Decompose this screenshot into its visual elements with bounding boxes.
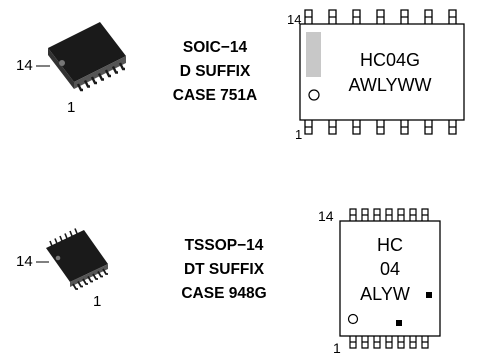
- tssop-top-pins: [349, 208, 429, 221]
- soic-marking-body: [299, 23, 465, 121]
- tssop-body-side: [70, 264, 108, 287]
- tssop-assembly-dot: [426, 292, 432, 298]
- tssop-marking-pin14-label: 14: [318, 208, 334, 224]
- soic-bottom-pins: [304, 120, 457, 135]
- soic-mold-shade: [306, 32, 321, 77]
- tssop-far-leads: [49, 228, 78, 247]
- soic-photo-pin1-label: 1: [67, 99, 75, 116]
- tssop-marking-line2: 04: [380, 259, 400, 279]
- soic-case: CASE 751A: [173, 87, 257, 104]
- tssop-leads: [72, 268, 108, 290]
- soic-marking-line1: HC04G: [360, 50, 420, 70]
- soic-photo-pin14-label: 14: [16, 57, 33, 74]
- tssop-pin1-indicator: [347, 313, 359, 325]
- tssop-package-photo: [36, 228, 108, 290]
- soic-top-pins: [304, 9, 457, 24]
- tssop-package-name: TSSOP−14: [185, 237, 264, 254]
- soic-body-end: [48, 48, 74, 89]
- soic-package-photo: [36, 22, 126, 92]
- tssop-body-top: [46, 230, 108, 282]
- tssop-marking-pin1-label: 1: [333, 340, 341, 356]
- soic-body-top: [48, 22, 126, 82]
- tssop-photo-pin14-label: 14: [16, 253, 33, 270]
- tssop-pin1-dot: [55, 255, 61, 261]
- tssop-lot-dot: [396, 320, 402, 326]
- tssop-case: CASE 948G: [181, 285, 266, 302]
- tssop-marking-diagram: [339, 208, 441, 349]
- soic-marking-diagram: [299, 9, 465, 135]
- tssop-suffix: DT SUFFIX: [184, 261, 265, 278]
- soic-package-name: SOIC−14: [183, 39, 248, 56]
- soic-marking-pin1-label: 1: [295, 127, 302, 142]
- soic-marking-pin14-label: 14: [287, 12, 301, 27]
- soic-body-side: [74, 56, 126, 89]
- soic-leads: [76, 62, 125, 92]
- soic-pin1-indicator: [308, 89, 320, 101]
- tssop-photo-pin1-label: 1: [93, 293, 101, 310]
- soic-pin1-dot: [59, 60, 65, 66]
- soic-marking-line2: AWLYWW: [349, 75, 432, 95]
- tssop-marking-line3: ALYW: [360, 284, 410, 304]
- soic-suffix: D SUFFIX: [180, 63, 251, 80]
- tssop-marking-line1: HC: [377, 235, 403, 255]
- tssop-bottom-pins: [349, 336, 429, 349]
